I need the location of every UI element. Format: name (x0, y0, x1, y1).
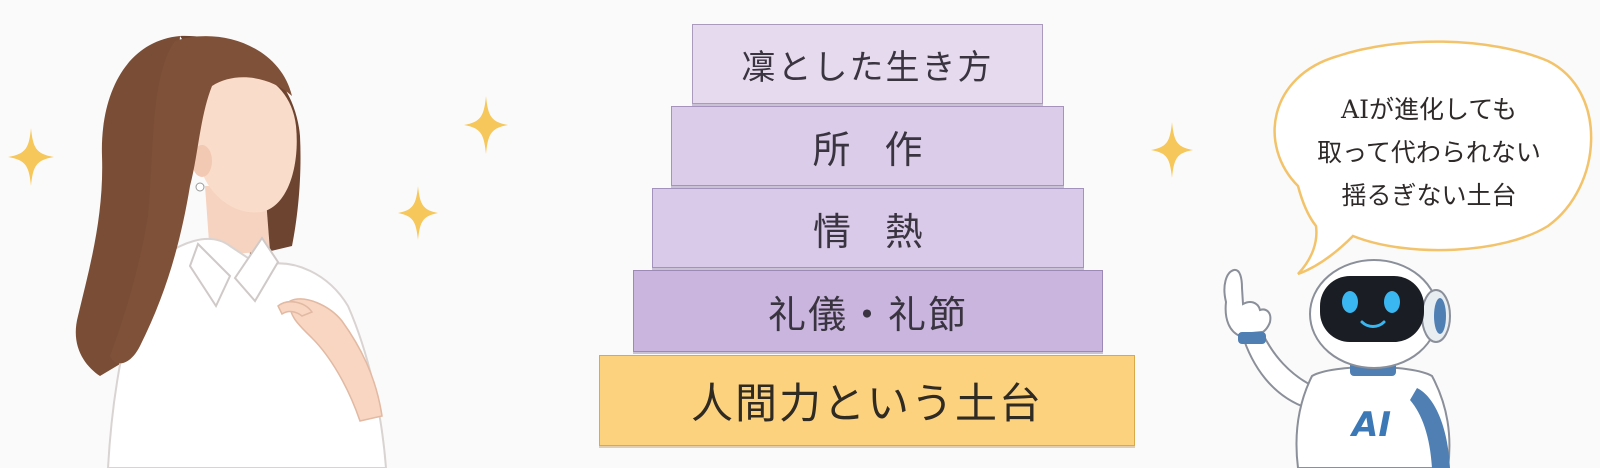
pyramid-tier-1: 凜とした生き方 (692, 24, 1043, 104)
pyramid-tier-4: 礼儀・礼節 (633, 270, 1103, 352)
pyramid-foundation: 人間力という土台 (599, 355, 1135, 446)
robot-chest-label: AI (1349, 405, 1391, 445)
speech-line: 取って代わられない (1317, 138, 1541, 167)
robot-illustration: AI (1223, 259, 1451, 468)
woman-illustration (75, 35, 388, 468)
speech-line: AIが進化しても (1341, 95, 1517, 124)
pyramid-tier-3: 情熱 (652, 188, 1084, 268)
sparkle-icon (1151, 122, 1193, 178)
pyramid-tier-2: 所作 (671, 106, 1064, 186)
sparkle-icon (398, 186, 438, 240)
sparkle-icon (8, 128, 54, 186)
speech-bubble (1273, 40, 1593, 276)
speech-bubble-text: AIが進化しても 取って代わられない 揺るぎない土台 (1284, 88, 1574, 217)
sparkle-icon (464, 96, 508, 154)
speech-line: 揺るぎない土台 (1341, 181, 1517, 210)
